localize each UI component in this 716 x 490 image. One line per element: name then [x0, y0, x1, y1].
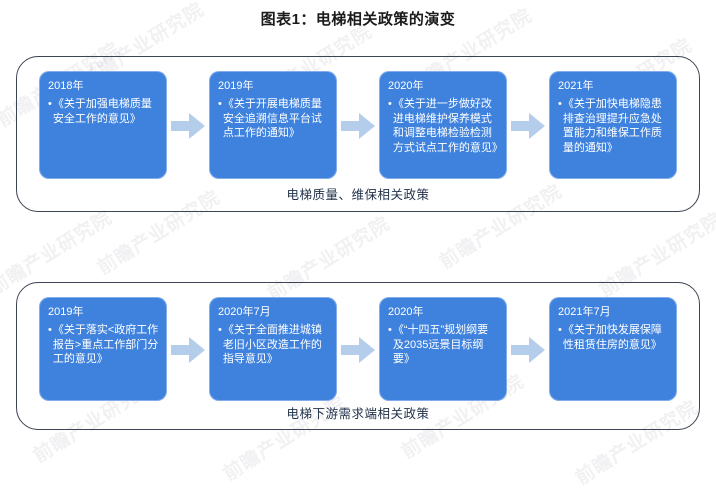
policy-body: • 《关于加快发展保障性租赁住房的意见》	[558, 323, 669, 352]
policy-card[interactable]: 2021年 • 《关于加快电梯隐患排查治理提升应急处置能力和维保工作质量的通知》	[549, 71, 677, 179]
policy-card[interactable]: 2021年7月 • 《关于加快发展保障性租赁住房的意见》	[549, 297, 677, 401]
policy-body: • 《关于全面推进城镇老旧小区改造工作的指导意见》	[218, 323, 329, 367]
group-caption: 电梯质量、维保相关政策	[286, 188, 430, 202]
arrow-right-icon	[511, 113, 545, 139]
policy-card[interactable]: 2019年 • 《关于开展电梯质量安全追溯信息平台试点工作的通知》	[209, 71, 337, 179]
arrow-right-icon	[171, 337, 205, 363]
arrow-right-icon	[341, 337, 375, 363]
policy-body: • 《关于开展电梯质量安全追溯信息平台试点工作的通知》	[218, 97, 329, 141]
bullet-icon: •	[388, 98, 392, 110]
bullet-icon: •	[558, 324, 562, 336]
policy-body: • 《关于进一步做好改进电梯维护保养模式和调整电梯检验检测方式试点工作的意见》	[388, 97, 503, 155]
policy-title: 《关于加快发展保障性租赁住房的意见》	[562, 324, 662, 351]
policy-year: 2021年	[558, 80, 594, 92]
policy-title: 《关于全面推进城镇老旧小区改造工作的指导意见》	[222, 324, 322, 365]
bullet-icon: •	[218, 98, 222, 110]
policy-year: 2018年	[48, 80, 84, 92]
policy-year: 2020年7月	[218, 306, 271, 318]
policy-body: • 《关于加快电梯隐患排查治理提升应急处置能力和维保工作质量的通知》	[558, 97, 669, 155]
group-caption: 电梯下游需求端相关政策	[286, 407, 430, 421]
policy-body: • 《关于加强电梯质量安全工作的意见》	[48, 97, 159, 126]
policy-group-demand: 2019年 • 《关于落实<政府工作报告>重点工作部门分工的意见》 2020年7…	[16, 282, 700, 430]
policy-body: • 《“十四五”规划纲要及2035远景目标纲要》	[388, 323, 499, 367]
arrow-right-icon	[171, 113, 205, 139]
bullet-icon: •	[48, 98, 52, 110]
policy-group-quality: 2018年 • 《关于加强电梯质量安全工作的意见》 2019年 • 《关于开展电…	[16, 56, 700, 212]
policy-title: 《“十四五”规划纲要及2035远景目标纲要》	[392, 324, 489, 365]
arrow-right-icon	[341, 113, 375, 139]
bullet-icon: •	[388, 324, 392, 336]
policy-title: 《关于落实<政府工作报告>重点工作部门分工的意见》	[52, 324, 159, 365]
policy-card[interactable]: 2018年 • 《关于加强电梯质量安全工作的意见》	[39, 71, 167, 179]
timeline-row: 2019年 • 《关于落实<政府工作报告>重点工作部门分工的意见》 2020年7…	[17, 283, 699, 429]
bullet-icon: •	[48, 324, 52, 336]
arrow-right-icon	[511, 337, 545, 363]
bullet-icon: •	[558, 98, 562, 110]
policy-year: 2020年	[388, 80, 424, 92]
policy-card[interactable]: 2020年7月 • 《关于全面推进城镇老旧小区改造工作的指导意见》	[209, 297, 337, 401]
policy-title: 《关于进一步做好改进电梯维护保养模式和调整电梯检验检测方式试点工作的意见》	[392, 98, 503, 154]
policy-year: 2021年7月	[558, 306, 611, 318]
policy-year: 2020年	[388, 306, 424, 318]
policy-year: 2019年	[48, 306, 84, 318]
policy-card[interactable]: 2019年 • 《关于落实<政府工作报告>重点工作部门分工的意见》	[39, 297, 167, 401]
policy-card[interactable]: 2020年 • 《“十四五”规划纲要及2035远景目标纲要》	[379, 297, 507, 401]
bullet-icon: •	[218, 324, 222, 336]
policy-year: 2019年	[218, 80, 254, 92]
page-title: 图表1：电梯相关政策的演变	[260, 11, 456, 28]
policy-title: 《关于加快电梯隐患排查治理提升应急处置能力和维保工作质量的通知》	[562, 98, 662, 154]
policy-card[interactable]: 2020年 • 《关于进一步做好改进电梯维护保养模式和调整电梯检验检测方式试点工…	[379, 71, 507, 179]
policy-title: 《关于开展电梯质量安全追溯信息平台试点工作的通知》	[222, 98, 322, 139]
policy-body: • 《关于落实<政府工作报告>重点工作部门分工的意见》	[48, 323, 159, 367]
policy-title: 《关于加强电梯质量安全工作的意见》	[52, 98, 152, 125]
timeline-row: 2018年 • 《关于加强电梯质量安全工作的意见》 2019年 • 《关于开展电…	[17, 57, 699, 211]
